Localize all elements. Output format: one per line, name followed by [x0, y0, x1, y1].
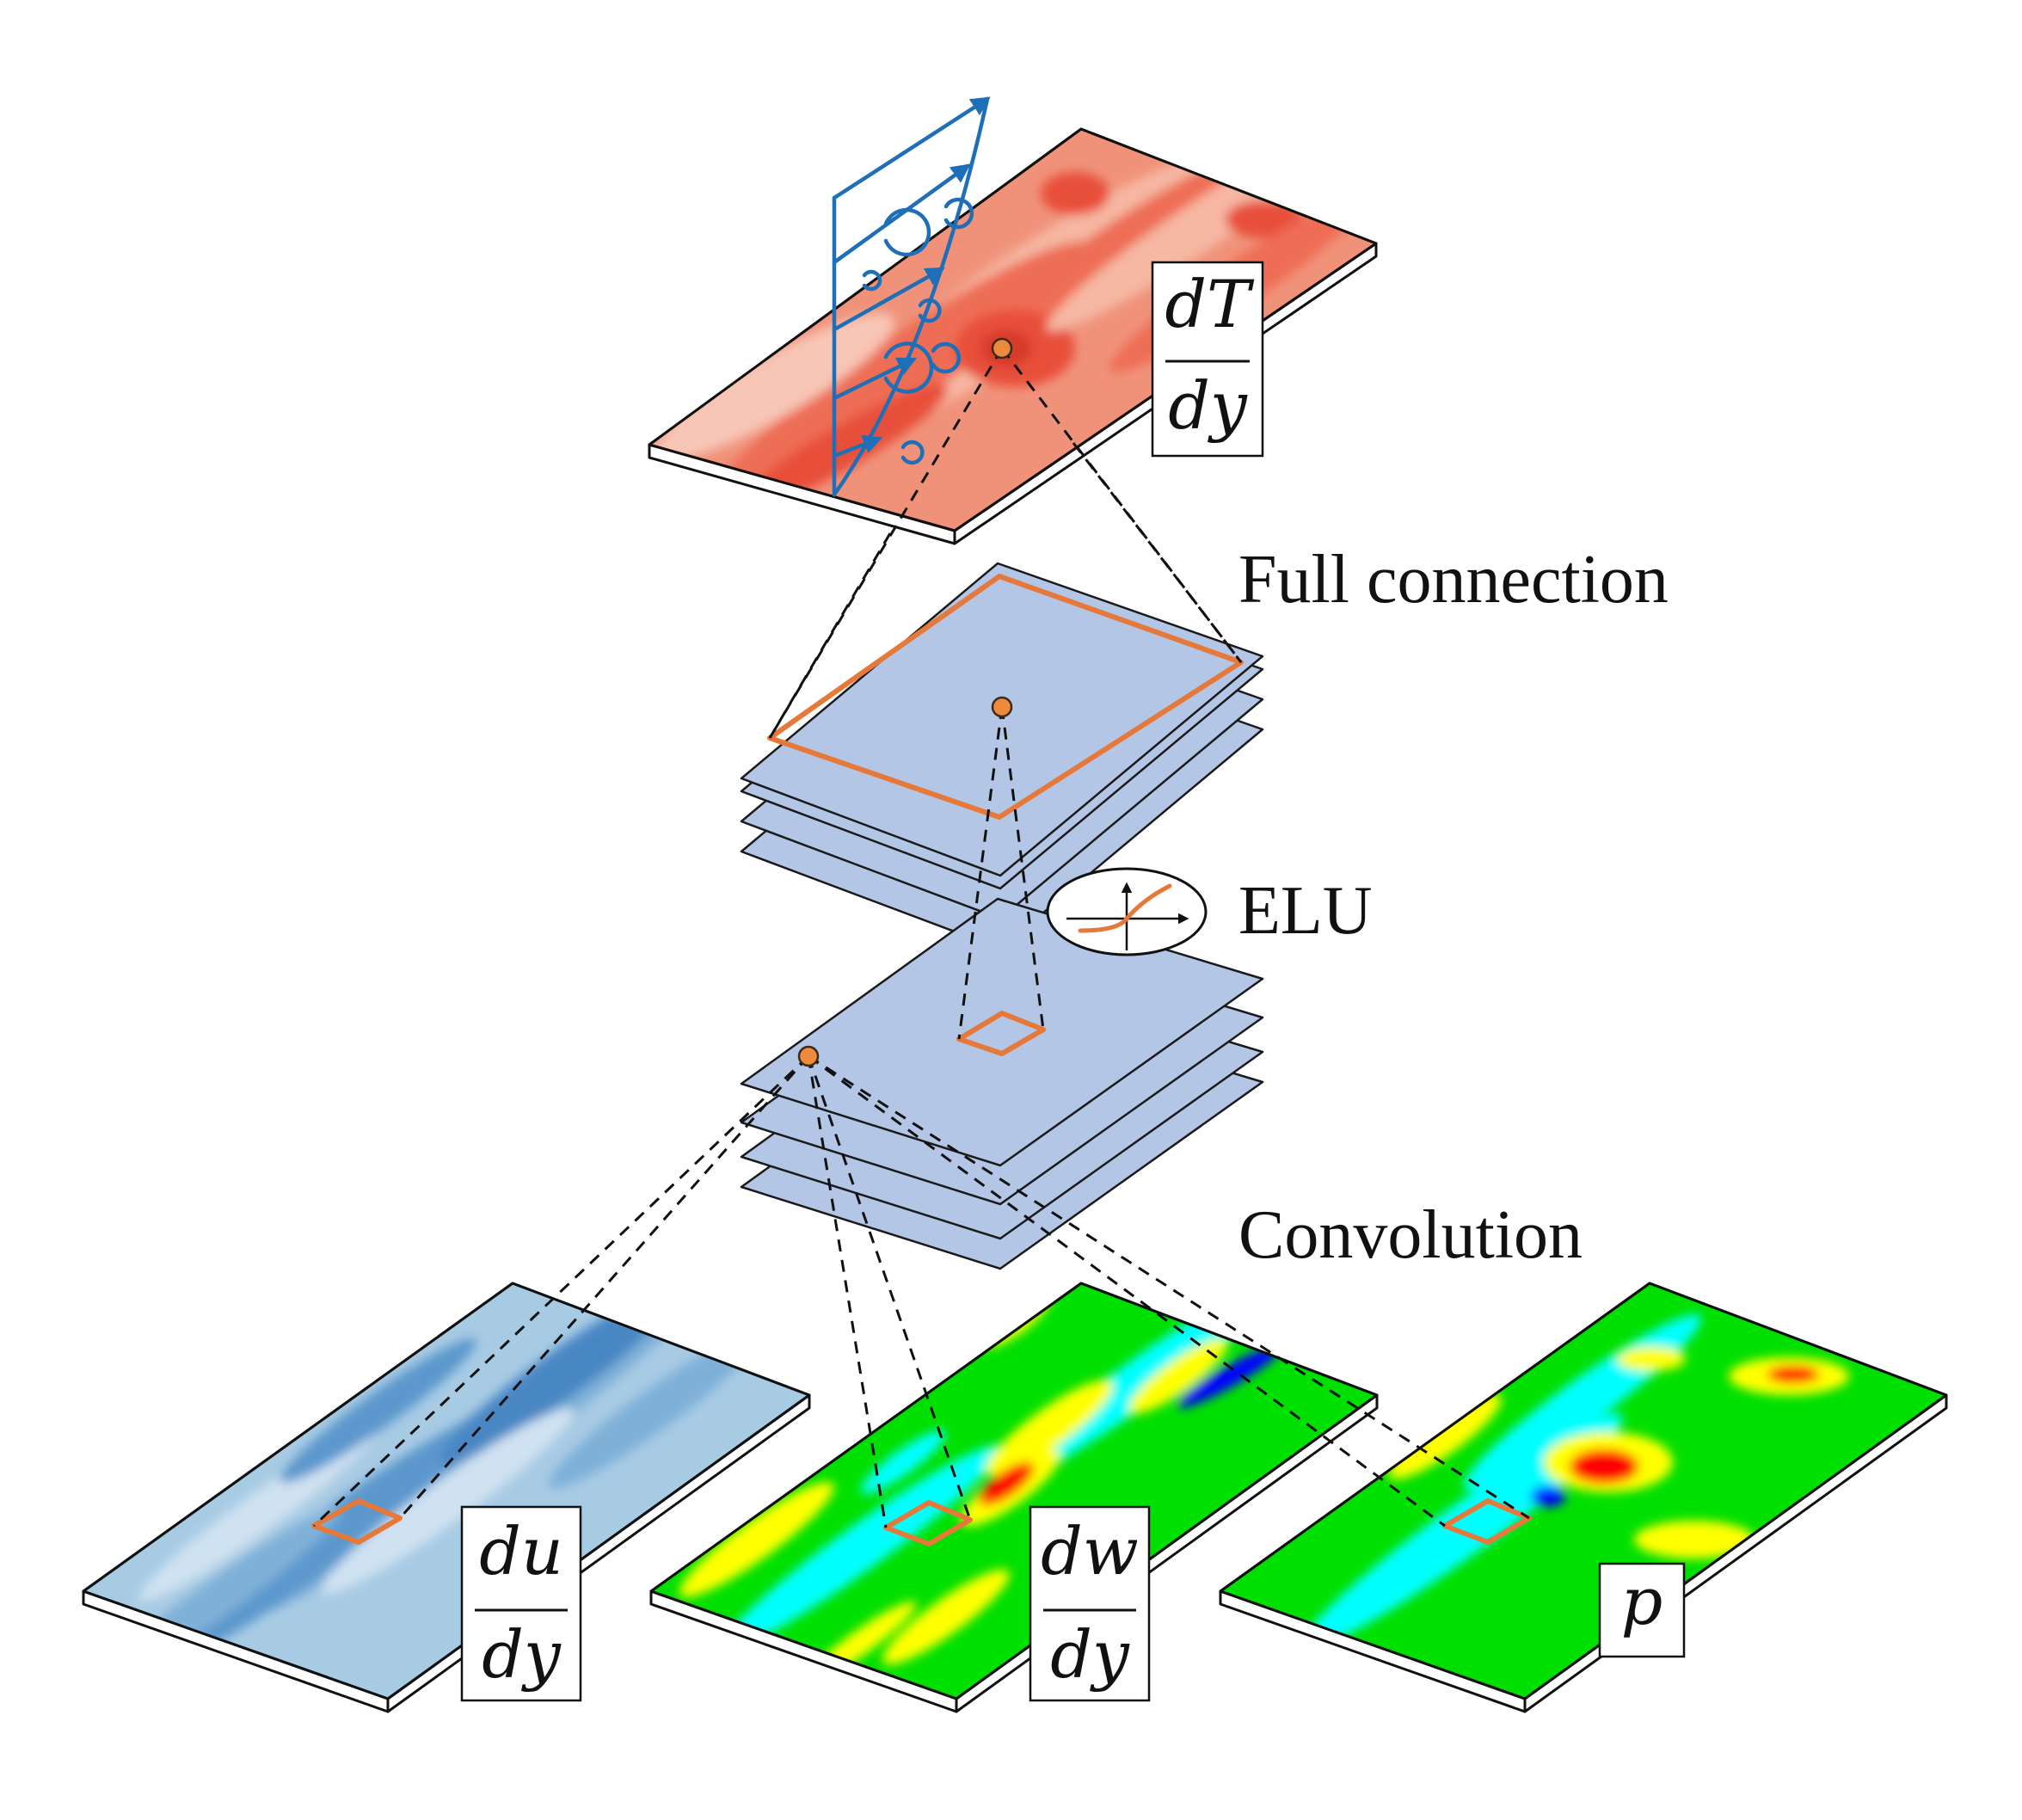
input-plate-p: [1219, 1282, 1948, 1713]
p-kernel-window: [1442, 1498, 1532, 1545]
du-field-contours: [89, 1283, 759, 1693]
elu-label: ELU: [1238, 873, 1373, 949]
feature-maps-upper: [740, 562, 1264, 950]
input-label-p: p: [1598, 1562, 1686, 1658]
du-kernel-window: [311, 1498, 403, 1545]
input-plate-du-dy: [82, 1282, 811, 1713]
full-connection-label: Full connection: [1238, 542, 1669, 618]
connection-lines: [312, 347, 1530, 1528]
input-label-du-dy: du dy: [460, 1505, 582, 1702]
convolution-label: Convolution: [1238, 1197, 1583, 1273]
input-plate-dw-dy: [649, 1282, 1379, 1713]
output-node: [991, 337, 1013, 360]
elu-activation-icon: [1046, 867, 1208, 956]
output-label-denominator: dy: [1168, 367, 1248, 444]
du-label-numerator: du: [479, 1513, 563, 1589]
dw-label-denominator: dy: [1050, 1616, 1130, 1693]
velocity-profile-icon: [832, 96, 991, 497]
input-label-dw-dy: dw dy: [1029, 1505, 1151, 1702]
dw-kernel-window: [883, 1500, 973, 1546]
feature-maps-lower: [740, 897, 1264, 1270]
output-plate: [648, 127, 1378, 545]
fc-node: [991, 696, 1013, 718]
p-label: p: [1621, 1563, 1663, 1639]
dw-label-numerator: dw: [1041, 1513, 1139, 1589]
du-label-denominator: dy: [482, 1616, 562, 1693]
conv-node: [797, 1045, 820, 1067]
output-label-numerator: dT: [1165, 266, 1255, 342]
output-label-dT-dy: dT dy: [1151, 261, 1264, 458]
